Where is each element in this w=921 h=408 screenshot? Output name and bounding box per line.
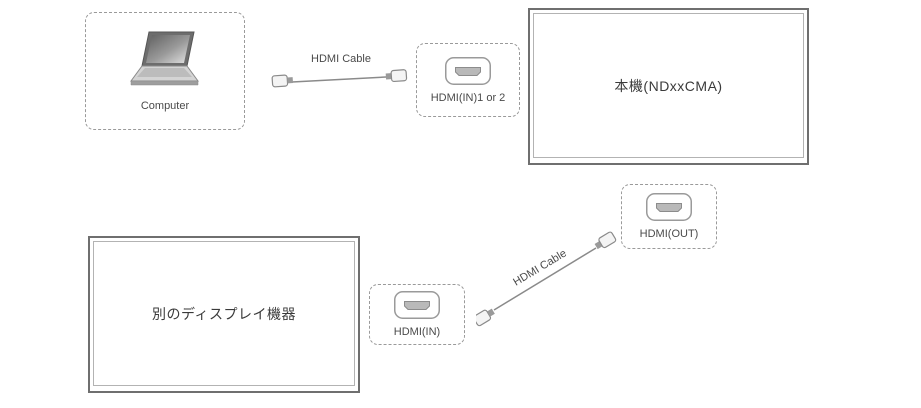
hdmi-out-port-box: HDMI(OUT) [621, 184, 717, 249]
hdmi-in-port-box: HDMI(IN) [369, 284, 465, 345]
hdmi-in-1or2-label: HDMI(IN)1 or 2 [430, 91, 506, 104]
hdmi-in-1or2-port-box: HDMI(IN)1 or 2 [416, 43, 520, 117]
other-display-label: 別のディスプレイ機器 [151, 305, 297, 322]
hdmi-port-icon [445, 56, 491, 85]
computer-device-box: Computer [85, 12, 245, 130]
main-unit-screen: 本機(NDxxCMA) [533, 13, 804, 158]
hdmi-port-icon [394, 291, 440, 319]
other-display-screen: 別のディスプレイ機器 [93, 241, 355, 386]
main-unit-display: 本機(NDxxCMA) [528, 8, 809, 165]
hdmi-in-label: HDMI(IN) [393, 326, 441, 338]
other-display-device: 別のディスプレイ機器 [88, 236, 360, 393]
hdmi-port-icon [646, 193, 692, 221]
laptop-icon [130, 31, 199, 86]
hdmi-cable-top-icon [271, 69, 408, 88]
computer-label: Computer [140, 100, 190, 112]
top-cable-label: HDMI Cable [311, 53, 371, 65]
hdmi-out-label: HDMI(OUT) [639, 228, 699, 240]
main-unit-label: 本機(NDxxCMA) [614, 77, 723, 94]
hdmi-cable-bottom-icon [476, 231, 617, 327]
